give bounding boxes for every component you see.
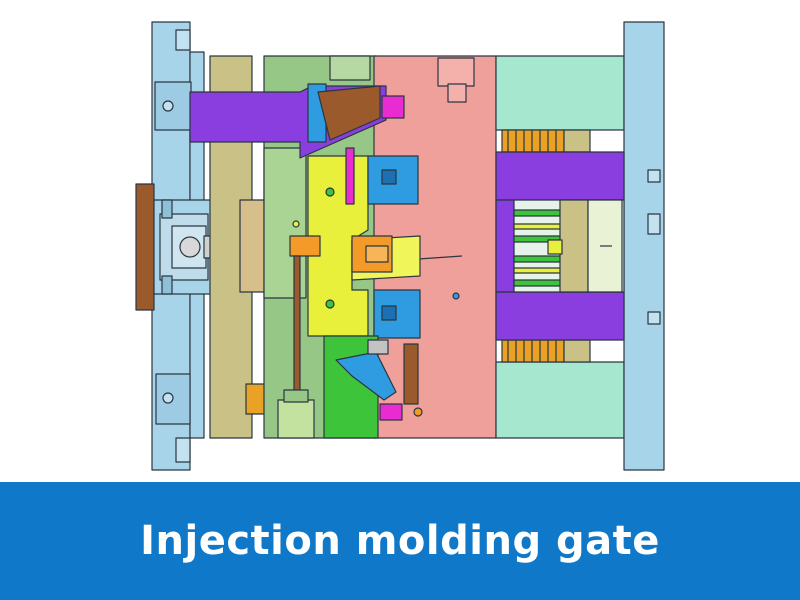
right-clamp-plate bbox=[623, 21, 665, 471]
caption-banner: Injection molding gate bbox=[0, 482, 800, 600]
guide-pin bbox=[277, 255, 315, 439]
blue-inserts bbox=[367, 155, 421, 339]
purple-retainer-plates bbox=[495, 151, 625, 341]
mold-cross-section-diagram bbox=[135, 21, 665, 471]
runner-blocks bbox=[323, 335, 423, 439]
core-side-plate bbox=[495, 55, 625, 439]
locating-ring bbox=[135, 183, 223, 311]
ejector-pins bbox=[513, 199, 625, 293]
caption-text: Injection molding gate bbox=[140, 518, 660, 564]
gate-insert bbox=[289, 220, 393, 273]
springs bbox=[501, 129, 591, 363]
angled-slide bbox=[189, 83, 405, 159]
